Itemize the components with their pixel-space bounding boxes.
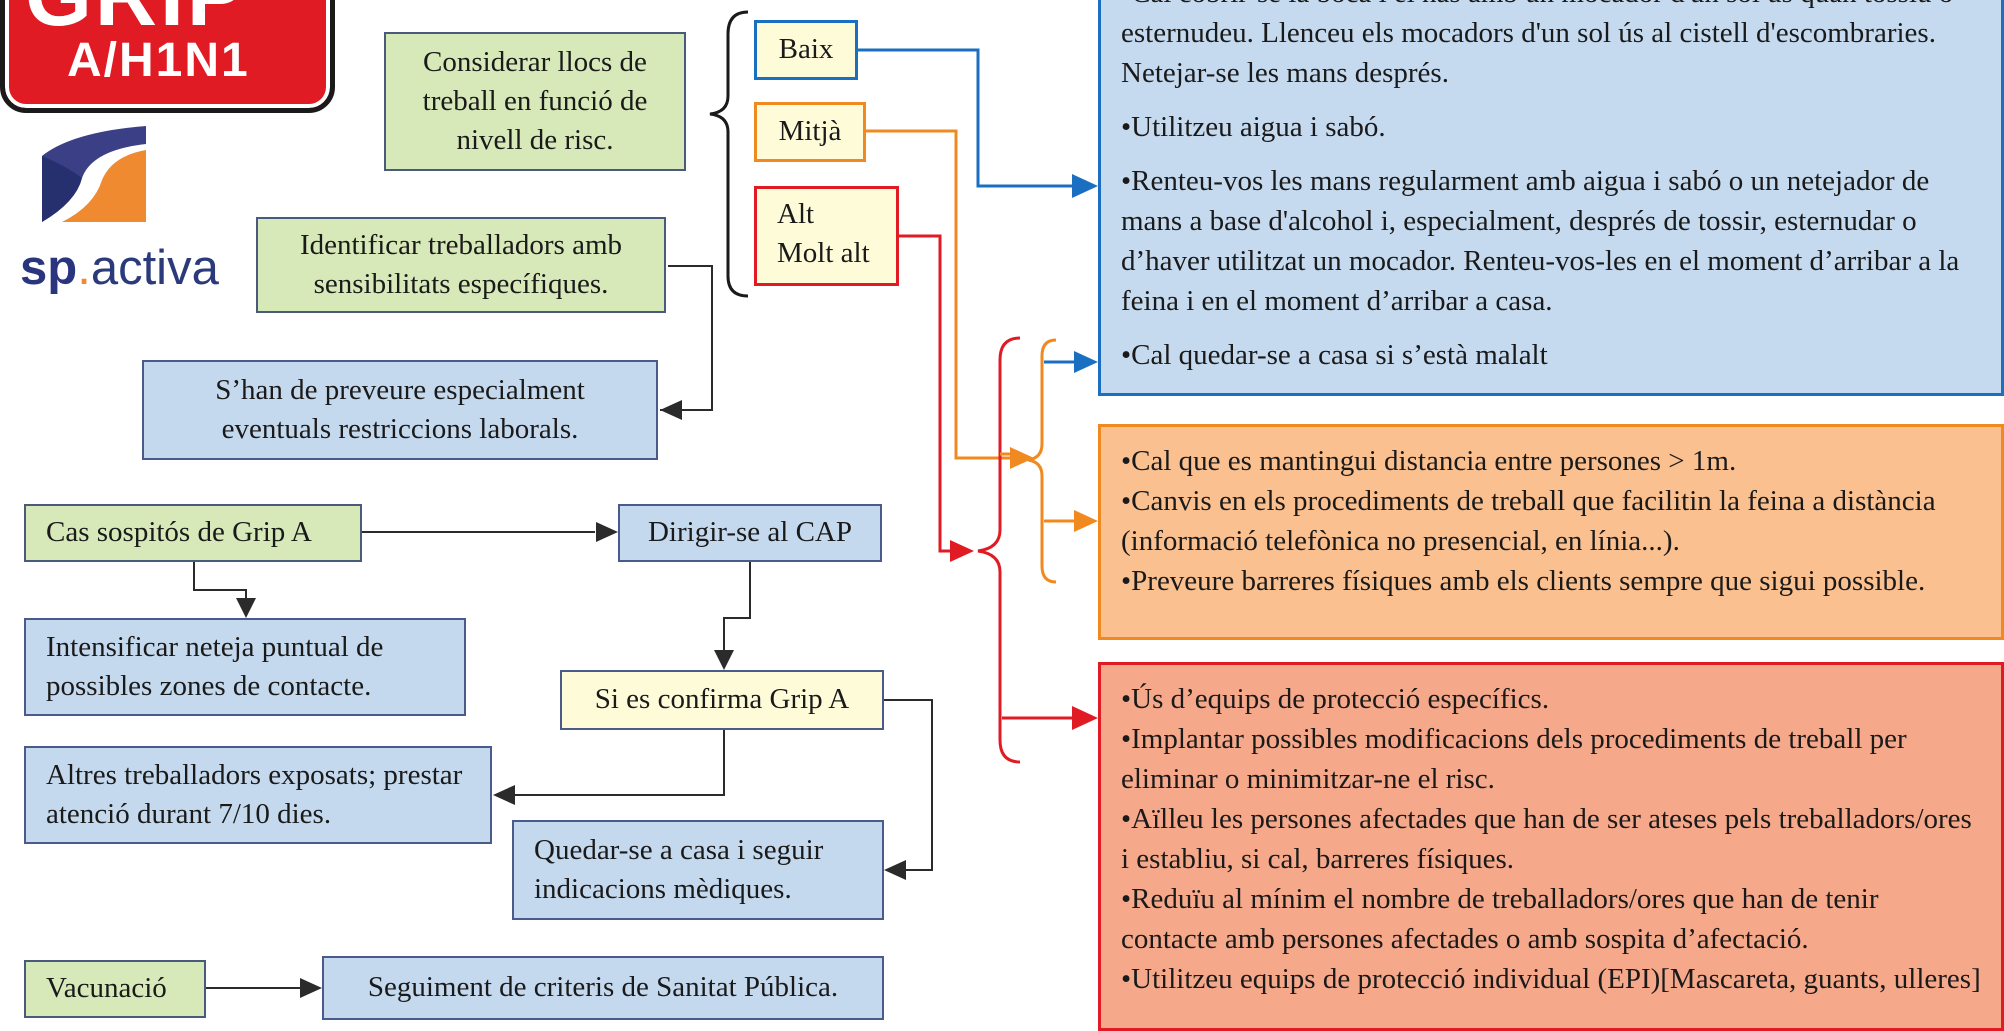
panel-red-item: •Implantar possibles modificacions dels … xyxy=(1121,723,1907,796)
panel-blue-item: •Utilitzeu aigua i sabó. xyxy=(1121,111,1386,144)
arrowhead-red-red xyxy=(1072,706,1098,730)
panel-blue-item: •Cal cobrir-se la boca i el nas amb un m… xyxy=(1121,0,1953,90)
box-seguiment: Seguiment de criteris de Sanitat Pública… xyxy=(322,956,884,1020)
spactiva-logo: sp.activa xyxy=(20,240,219,296)
line-mitja xyxy=(866,129,1012,460)
panel-red-item: •Ús d’equips de protecció específics. xyxy=(1121,683,1550,715)
panel-red: •Ús d’equips de protecció específics. •I… xyxy=(1098,662,2004,1031)
box-cas-sospitos: Cas sospitós de Grip A xyxy=(24,504,362,562)
box-considerar: Considerar llocs de treball en funció de… xyxy=(384,32,686,171)
box-dirigir-cap: Dirigir-se al CAP xyxy=(618,504,882,562)
panel-orange-item: •Canvis en els procediments de treball q… xyxy=(1121,485,1936,558)
arrowhead-alt xyxy=(950,540,974,562)
arrowhead-orange-blue xyxy=(1074,351,1098,373)
arrow-cas-intensificar xyxy=(193,562,247,600)
grip-logo: GRIP A/H1N1 xyxy=(0,0,335,113)
arrow-dirigir-confirma xyxy=(723,562,751,652)
spactiva-mark-icon xyxy=(42,126,146,222)
line-alt xyxy=(897,234,950,553)
risk-brace xyxy=(709,10,749,298)
risk-baix: Baix xyxy=(754,20,858,80)
risk-alt-molt-alt: Alt Molt alt xyxy=(754,186,899,286)
panel-orange-item: •Preveure barreres físiques amb els clie… xyxy=(1121,565,1926,598)
orange-brace xyxy=(1027,338,1057,584)
panel-red-item: •Utilitzeu equips de protecció individua… xyxy=(1121,963,1981,996)
box-preveure: S’han de preveure especialment eventuals… xyxy=(142,360,658,460)
box-quedar: Quedar-se a casa i seguir indicacions mè… xyxy=(512,820,884,920)
grip-logo-subtitle: A/H1N1 xyxy=(67,34,250,87)
panel-blue-item: •Cal quedar-se a casa si s’està malalt xyxy=(1121,339,1548,372)
spactiva-dot: . xyxy=(77,241,91,295)
box-confirma: Si es confirma Grip A xyxy=(560,670,884,730)
box-altres: Altres treballadors exposats; prestar at… xyxy=(24,746,492,844)
panel-orange-item: •Cal que es mantingui distancia entre pe… xyxy=(1121,445,1737,477)
arrow-confirma-quedar xyxy=(884,699,933,871)
arrowhead-orange-orange xyxy=(1074,510,1098,532)
arrow-confirma-altres xyxy=(512,730,725,796)
panel-blue-item: •Renteu-vos les mans regularment amb aig… xyxy=(1121,165,1960,318)
arrow-identificar-preveure xyxy=(660,265,713,411)
risk-mitja: Mitjà xyxy=(754,102,866,162)
line-baix xyxy=(858,48,1074,188)
spactiva-sp: sp xyxy=(20,241,78,295)
panel-blue: •Cal cobrir-se la boca i el nas amb un m… xyxy=(1098,0,2004,396)
risk-molt-alt: Molt alt xyxy=(777,237,870,270)
panel-red-item: •Reduïu al mínim el nombre de treballado… xyxy=(1121,883,1879,956)
risk-alt: Alt xyxy=(777,198,815,230)
box-identificar: Identificar treballadors amb sensibilita… xyxy=(256,217,666,313)
box-intensificar: Intensificar neteja puntual de possibles… xyxy=(24,618,466,716)
panel-red-item: •Aïlleu les persones afectades que han d… xyxy=(1121,803,1972,876)
red-brace xyxy=(977,336,1021,764)
grip-logo-title: GRIP xyxy=(25,0,247,46)
spactiva-rest: activa xyxy=(90,241,219,295)
panel-orange: •Cal que es mantingui distancia entre pe… xyxy=(1098,424,2004,640)
arrowhead-mitja xyxy=(1010,447,1034,469)
arrowhead-baix xyxy=(1072,174,1098,198)
box-vacunacio: Vacunació xyxy=(24,960,206,1018)
